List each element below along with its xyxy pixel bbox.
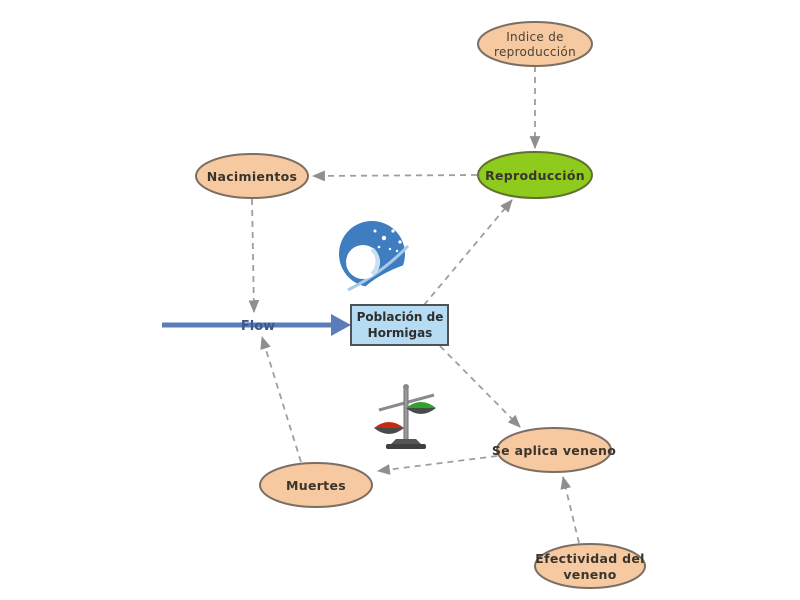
node-indice-line2: reproducción — [494, 45, 576, 59]
edge-efectividad-to-se-aplica-veneno[interactable] — [560, 475, 580, 544]
scale-base-top — [390, 439, 422, 445]
scale-base — [386, 444, 426, 449]
moon-circle — [346, 245, 380, 279]
sphere-swoosh — [357, 262, 427, 302]
node-nacimientos-label: Nacimientos — [207, 169, 298, 184]
moon-shading — [370, 247, 380, 276]
scale-right-pan — [406, 402, 436, 414]
scale-pole — [403, 387, 409, 442]
node-efectividad-veneno[interactable]: Efectividad del veneno — [534, 543, 646, 589]
sphere-swoosh-edge — [347, 244, 410, 292]
star-dots — [373, 229, 402, 253]
node-muertes[interactable]: Muertes — [259, 462, 373, 508]
flow-arrow[interactable]: Flow — [162, 314, 351, 336]
node-poblacion-line2: Hormigas — [368, 326, 433, 340]
node-poblacion-hormigas[interactable]: Población de Hormigas — [350, 304, 449, 346]
edge-reproduccion-to-nacimientos[interactable] — [311, 170, 478, 182]
node-reproduccion-label: Reproducción — [485, 168, 585, 183]
sphere-icon[interactable] — [339, 221, 431, 309]
node-poblacion-line1: Población de — [357, 310, 444, 324]
node-efectividad-line2: veneno — [563, 567, 616, 582]
node-indice-line1: Indice de — [506, 30, 564, 44]
edge-se-aplica-veneno-to-muertes[interactable] — [376, 455, 498, 475]
scale-left-pan — [374, 422, 404, 434]
node-indice-reproduccion[interactable]: Indice de reproducción — [477, 21, 593, 67]
balance-scale-icon[interactable] — [374, 384, 436, 449]
flow-valve-label: Flow — [241, 319, 275, 334]
edge-poblacion-to-se-aplica-veneno[interactable] — [439, 345, 521, 428]
node-reproduccion[interactable]: Reproducción — [477, 151, 593, 199]
scale-finial — [403, 384, 409, 390]
node-muertes-label: Muertes — [286, 478, 346, 493]
node-nacimientos[interactable]: Nacimientos — [195, 153, 309, 199]
edge-nacimientos-to-flow[interactable] — [248, 198, 260, 314]
node-se-aplica-veneno-label: Se aplica veneno — [492, 443, 616, 458]
node-efectividad-line1: Efectividad del — [535, 551, 644, 566]
edge-poblacion-to-reproduccion[interactable] — [423, 199, 513, 306]
node-se-aplica-veneno[interactable]: Se aplica veneno — [492, 427, 616, 473]
edge-muertes-to-flow[interactable] — [260, 335, 302, 463]
